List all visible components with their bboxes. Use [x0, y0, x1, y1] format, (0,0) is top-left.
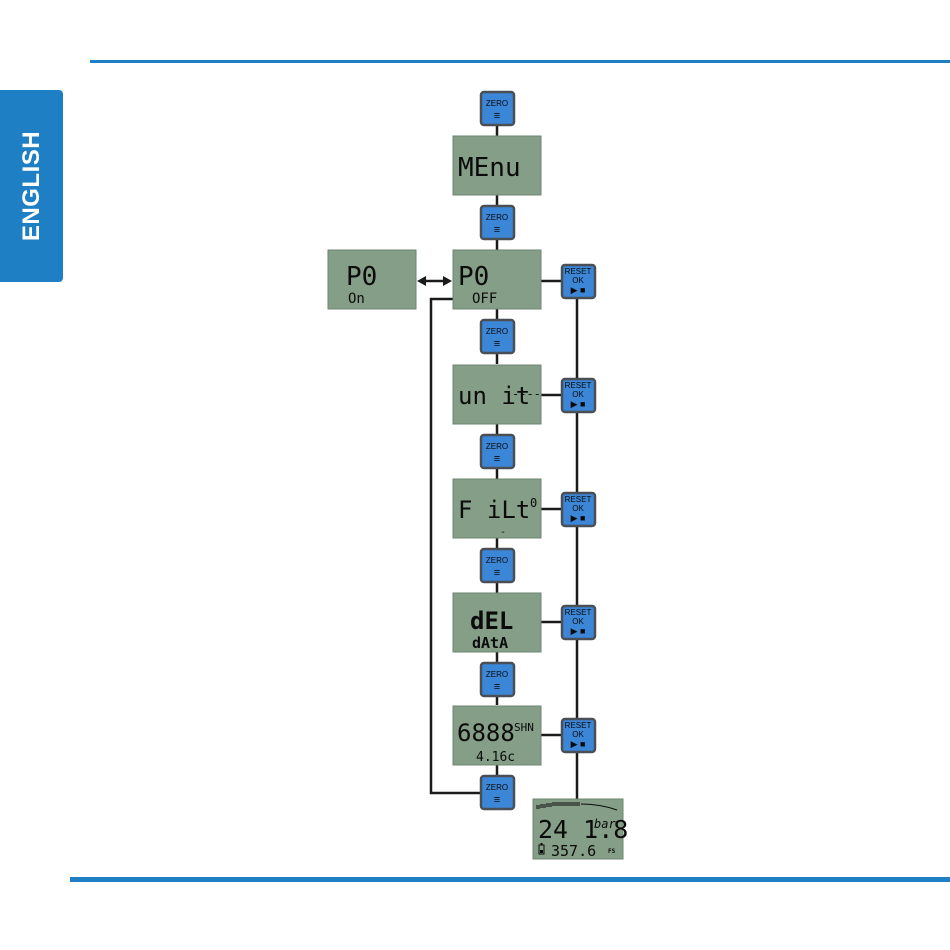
- play-stop-icon: ▶ ■: [571, 626, 586, 636]
- zero-label: ZERO: [486, 670, 508, 679]
- menu-icon: ≡: [494, 681, 500, 693]
- reset-label: RESET: [565, 495, 592, 504]
- menu-icon: ≡: [494, 338, 500, 350]
- zero-label: ZERO: [486, 442, 508, 451]
- lcd-p0-off: P0 OFF: [453, 250, 541, 309]
- lcd-p0-text: P0: [458, 262, 489, 292]
- reset-label: RESET: [565, 721, 592, 730]
- lcd-del-text: dEL: [470, 607, 513, 635]
- ok-label: OK: [572, 617, 584, 626]
- lcd-filter-text: F iLt: [458, 496, 530, 524]
- reset-ok-button-2[interactable]: RESET OK ▶ ■: [562, 379, 595, 412]
- lcd-filter-value: 0: [530, 496, 537, 510]
- zero-label: ZERO: [486, 783, 508, 792]
- lcd-on-text: On: [348, 291, 365, 307]
- zero-label: ZERO: [486, 213, 508, 222]
- ok-label: OK: [572, 276, 584, 285]
- reset-ok-button-1[interactable]: RESET OK ▶ ■: [562, 265, 595, 298]
- lcd-filter: F iLt 0 -: [453, 479, 541, 538]
- menu-icon: ≡: [494, 794, 500, 806]
- ok-label: OK: [572, 390, 584, 399]
- menu-icon: ≡: [494, 453, 500, 465]
- zero-button-3[interactable]: ZERO ≡: [481, 320, 514, 353]
- play-stop-icon: ▶ ■: [571, 513, 586, 523]
- play-stop-icon: ▶ ■: [571, 285, 586, 295]
- lcd-version-number: 6888: [457, 719, 515, 747]
- lcd-version-suffix: SHN: [514, 721, 534, 734]
- reset-ok-button-3[interactable]: RESET OK ▶ ■: [562, 493, 595, 526]
- lcd-measure-fs: FS: [608, 848, 616, 855]
- reset-label: RESET: [565, 608, 592, 617]
- lcd-filter-mark: -: [500, 527, 506, 538]
- lcd-menu: MEnu: [453, 136, 541, 195]
- lcd-measure-unit: bar: [594, 817, 616, 831]
- zero-button-6[interactable]: ZERO ≡: [481, 663, 514, 696]
- ok-label: OK: [572, 730, 584, 739]
- play-stop-icon: ▶ ■: [571, 399, 586, 409]
- zero-button-7[interactable]: ZERO ≡: [481, 776, 514, 809]
- reset-label: RESET: [565, 381, 592, 390]
- play-stop-icon: ▶ ■: [571, 739, 586, 749]
- lcd-unit: un it ----: [453, 365, 541, 424]
- menu-icon: ≡: [494, 567, 500, 579]
- lcd-measurement: 24 1.8 bar 357.6 FS: [533, 799, 628, 860]
- zero-button-4[interactable]: ZERO ≡: [481, 435, 514, 468]
- lcd-version-sub: 4.16c: [476, 750, 515, 765]
- ok-label: OK: [572, 504, 584, 513]
- zero-label: ZERO: [486, 556, 508, 565]
- reset-ok-button-5[interactable]: RESET OK ▶ ■: [562, 719, 595, 752]
- lcd-off-text: OFF: [472, 291, 497, 307]
- menu-icon: ≡: [494, 224, 500, 236]
- lcd-measure-sub: 357.6: [551, 842, 596, 860]
- lcd-unit-placeholder: ----: [512, 387, 541, 401]
- zero-label: ZERO: [486, 327, 508, 336]
- zero-button-2[interactable]: ZERO ≡: [481, 206, 514, 239]
- lcd-p0-text: P0: [346, 262, 377, 292]
- zero-button-1[interactable]: ZERO ≡: [481, 92, 514, 125]
- lcd-version: 6888 SHN 4.16c: [453, 706, 541, 765]
- zero-label: ZERO: [486, 99, 508, 108]
- reset-ok-button-4[interactable]: RESET OK ▶ ■: [562, 606, 595, 639]
- lcd-data-text: dAtA: [472, 634, 508, 652]
- lcd-menu-text: MEnu: [458, 153, 521, 183]
- menu-icon: ≡: [494, 110, 500, 122]
- zero-button-5[interactable]: ZERO ≡: [481, 549, 514, 582]
- lcd-delete-data: dEL dAtA: [453, 593, 541, 652]
- lcd-p0-on: P0 On: [328, 250, 416, 309]
- reset-label: RESET: [565, 267, 592, 276]
